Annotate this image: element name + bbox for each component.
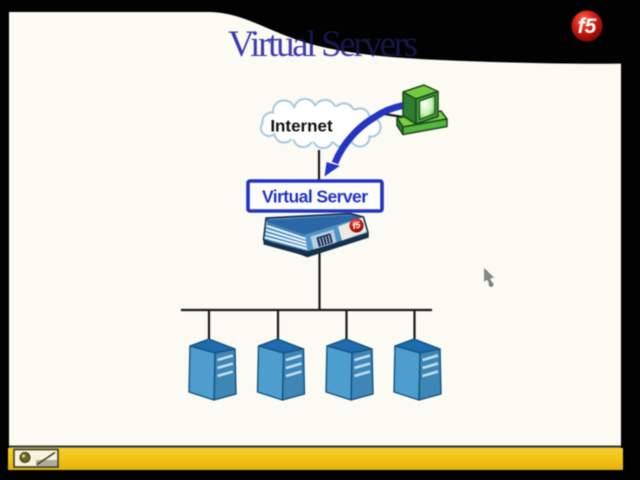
- svg-text:f5: f5: [351, 219, 362, 231]
- svg-text:Virtual Server: Virtual Server: [262, 187, 368, 207]
- svg-text:f5: f5: [578, 15, 597, 38]
- svg-text:Internet: Internet: [270, 117, 333, 136]
